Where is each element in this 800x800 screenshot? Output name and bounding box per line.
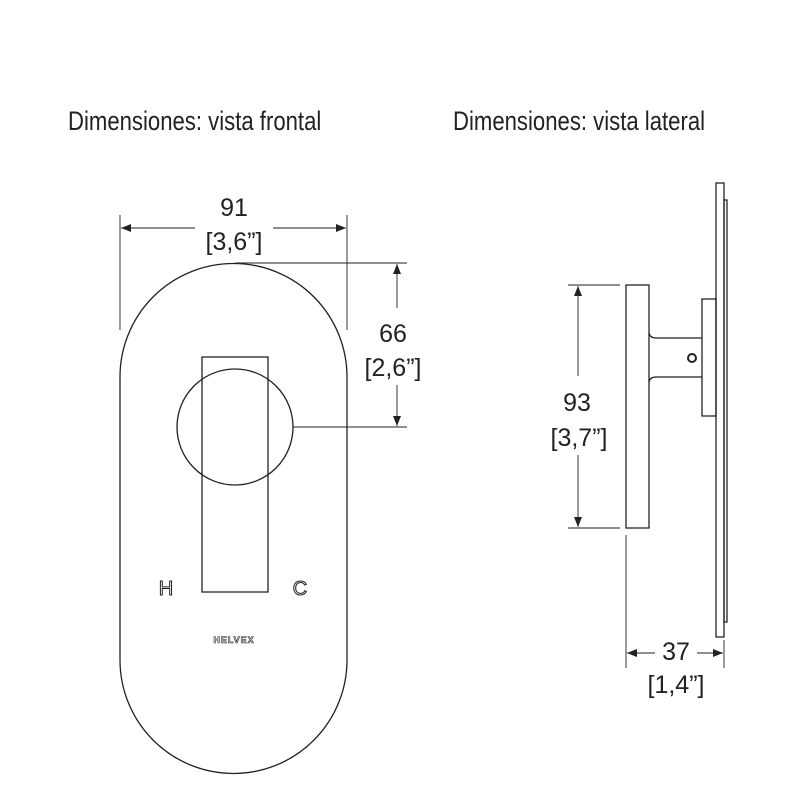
side-lever — [625, 284, 650, 529]
height-in-label: [2,6”] — [365, 354, 422, 382]
side-back-plate — [723, 199, 728, 623]
front-title-text: Dimensiones: vista frontal — [68, 107, 321, 137]
width-in-label: [3,6”] — [206, 228, 263, 256]
front-view: H C HELVEX 91 [3,6”] 66 [2,6”] — [119, 194, 422, 775]
depth-in-label: [1,4”] — [648, 671, 705, 699]
lever-handle — [201, 356, 269, 593]
side-stem — [648, 332, 702, 383]
cold-label: C — [293, 578, 307, 600]
side-view: 93 [3,7”] 37 [1,4”] — [551, 182, 728, 699]
side-escutcheon — [701, 298, 717, 417]
side-height-in-label: [3,7”] — [551, 424, 608, 452]
side-title-text: Dimensiones: vista lateral — [453, 107, 705, 137]
hot-label: H — [159, 578, 173, 600]
side-plate — [715, 182, 725, 638]
side-height-mm-label: 93 — [563, 389, 591, 417]
width-mm-label: 91 — [220, 194, 248, 222]
set-screw-icon — [687, 353, 697, 363]
brand-logo: HELVEX — [213, 635, 254, 645]
side-view-title: Dimensiones: vista lateral — [453, 107, 705, 137]
height-mm-label: 66 — [379, 320, 407, 348]
front-view-title: Dimensiones: vista frontal — [68, 107, 321, 137]
cover-plate-outline — [119, 262, 348, 775]
depth-mm-label: 37 — [662, 638, 690, 666]
lever-base-circle — [176, 368, 294, 486]
